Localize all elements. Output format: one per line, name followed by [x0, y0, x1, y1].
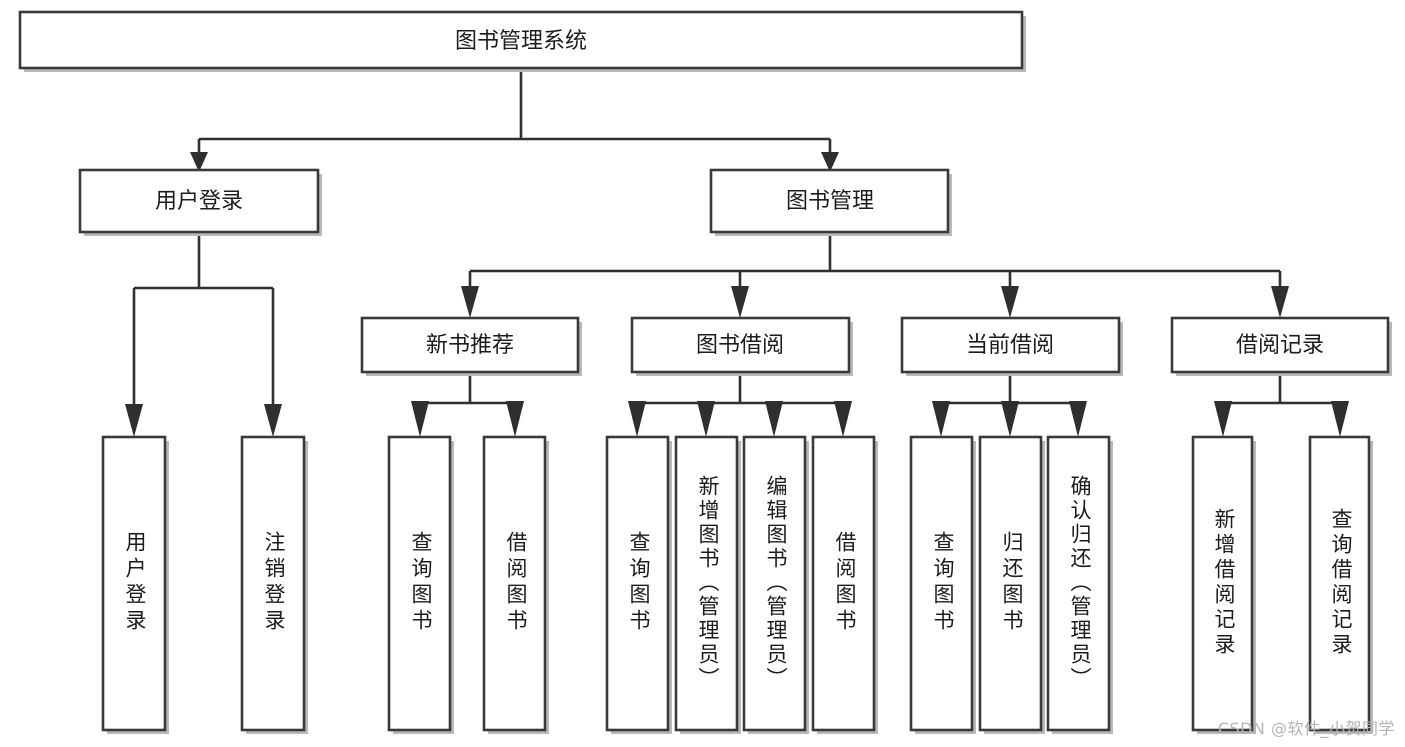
arrow-icon-leaf-confirm-return	[1069, 401, 1087, 437]
root-label: 图书管理系统	[455, 29, 587, 54]
arrow-icon-leaf-edit-book	[765, 401, 783, 437]
node-leaf-edit-book[interactable]: 编辑图书（管理员）	[742, 435, 809, 734]
leaf-nodes: 用户登录 注销登录 查询图书 借阅图书 查询图书	[101, 435, 1373, 734]
leaf-return-book-label: 归还图书	[1000, 531, 1024, 635]
node-new-book-rec[interactable]: 新书推荐	[360, 316, 582, 376]
borrow-record-label: 借阅记录	[1236, 333, 1324, 358]
node-leaf-query-book-3[interactable]: 查询图书	[909, 435, 976, 734]
leaf-query-book-3-label: 查询图书	[931, 531, 955, 635]
leaf-user-logout-label: 注销登录	[262, 531, 286, 635]
leaf-add-record-box[interactable]	[1191, 435, 1254, 732]
user-login-label: 用户登录	[155, 189, 243, 214]
user-login-box[interactable]	[78, 168, 320, 234]
leaf-borrow-book-1-label: 借阅图书	[504, 531, 528, 635]
node-leaf-query-book-1[interactable]: 查询图书	[387, 435, 454, 734]
leaf-edit-book-box[interactable]	[742, 435, 807, 732]
node-leaf-user-logout[interactable]: 注销登录	[240, 435, 308, 734]
arrow-icon-user-login	[190, 152, 208, 172]
arrow-icon-leaf-return-book	[1001, 401, 1019, 437]
node-user-login[interactable]: 用户登录	[78, 168, 322, 236]
node-current-borrow[interactable]: 当前借阅	[900, 316, 1123, 376]
borrow-record-box[interactable]	[1170, 316, 1390, 374]
book-borrow-label: 图书借阅	[696, 333, 784, 358]
leaf-query-book-3-box[interactable]	[909, 435, 974, 732]
new-book-rec-box[interactable]	[360, 316, 580, 374]
arrow-icon-leaf-borrow-book-1	[506, 401, 524, 437]
current-borrow-label: 当前借阅	[966, 333, 1054, 358]
node-book-manage[interactable]: 图书管理	[709, 168, 952, 236]
arrow-icon-leaf-add-record	[1214, 401, 1232, 437]
leaf-edit-book-label: 编辑图书（管理员）	[764, 475, 788, 691]
leaf-user-login-box[interactable]	[101, 435, 167, 732]
arrow-icon-current-borrow	[1001, 286, 1019, 318]
node-root[interactable]: 图书管理系统	[18, 10, 1026, 72]
leaf-query-book-1-box[interactable]	[387, 435, 452, 732]
leaf-borrow-book-1-box[interactable]	[482, 435, 547, 732]
arrow-heads	[125, 152, 1349, 437]
arrow-icon-leaf-user-logout	[264, 404, 282, 437]
node-leaf-add-book[interactable]: 新增图书（管理员）	[674, 435, 741, 734]
arrow-icon-new-book-rec	[461, 286, 479, 318]
leaf-user-login-label: 用户登录	[123, 531, 147, 635]
arrow-icon-leaf-query-record	[1331, 401, 1349, 437]
leaf-borrow-book-2-box[interactable]	[811, 435, 876, 732]
leaf-query-book-2-box[interactable]	[605, 435, 670, 732]
leaf-add-book-box[interactable]	[674, 435, 739, 732]
book-manage-box[interactable]	[709, 168, 950, 234]
new-book-rec-label: 新书推荐	[426, 333, 514, 358]
leaf-confirm-return-label: 确认归还（管理员）	[1068, 475, 1092, 691]
node-leaf-add-record[interactable]: 新增借阅记录	[1191, 435, 1256, 734]
root-box[interactable]	[18, 10, 1024, 70]
leaf-confirm-return-box[interactable]	[1046, 435, 1111, 732]
node-leaf-borrow-book-2[interactable]: 借阅图书	[811, 435, 878, 734]
arrow-icon-leaf-query-book-1	[411, 401, 429, 437]
leaf-query-book-1-label: 查询图书	[409, 531, 433, 635]
leaf-user-logout-box[interactable]	[240, 435, 306, 732]
leaf-query-record-box[interactable]	[1308, 435, 1371, 732]
book-manage-label: 图书管理	[786, 189, 874, 214]
arrow-icon-borrow-record	[1271, 286, 1289, 318]
arrow-icon-leaf-borrow-book-2	[834, 401, 852, 437]
arrow-icon-leaf-add-book	[697, 401, 715, 437]
arrow-icon-leaf-query-book-3	[932, 401, 950, 437]
book-borrow-box[interactable]	[630, 316, 851, 374]
node-leaf-confirm-return[interactable]: 确认归还（管理员）	[1046, 435, 1113, 734]
leaf-borrow-book-2-label: 借阅图书	[833, 531, 857, 635]
leaf-return-book-box[interactable]	[978, 435, 1043, 732]
arrow-icon-leaf-user-login	[125, 404, 143, 437]
leaf-add-record-label: 新增借阅记录	[1212, 508, 1236, 658]
node-leaf-query-record[interactable]: 查询借阅记录	[1308, 435, 1373, 734]
current-borrow-box[interactable]	[900, 316, 1121, 374]
node-borrow-record[interactable]: 借阅记录	[1170, 316, 1392, 376]
arrow-icon-leaf-query-book-2	[628, 401, 646, 437]
leaf-query-book-2-label: 查询图书	[627, 531, 651, 635]
leaf-query-record-label: 查询借阅记录	[1329, 508, 1353, 658]
leaf-add-book-label: 新增图书（管理员）	[696, 475, 720, 691]
arrow-icon-book-manage	[821, 152, 839, 172]
node-leaf-query-book-2[interactable]: 查询图书	[605, 435, 672, 734]
node-leaf-return-book[interactable]: 归还图书	[978, 435, 1045, 734]
node-book-borrow[interactable]: 图书借阅	[630, 316, 853, 376]
arrow-icon-book-borrow	[731, 286, 749, 318]
node-leaf-user-login[interactable]: 用户登录	[101, 435, 169, 734]
node-leaf-borrow-book-1[interactable]: 借阅图书	[482, 435, 549, 734]
